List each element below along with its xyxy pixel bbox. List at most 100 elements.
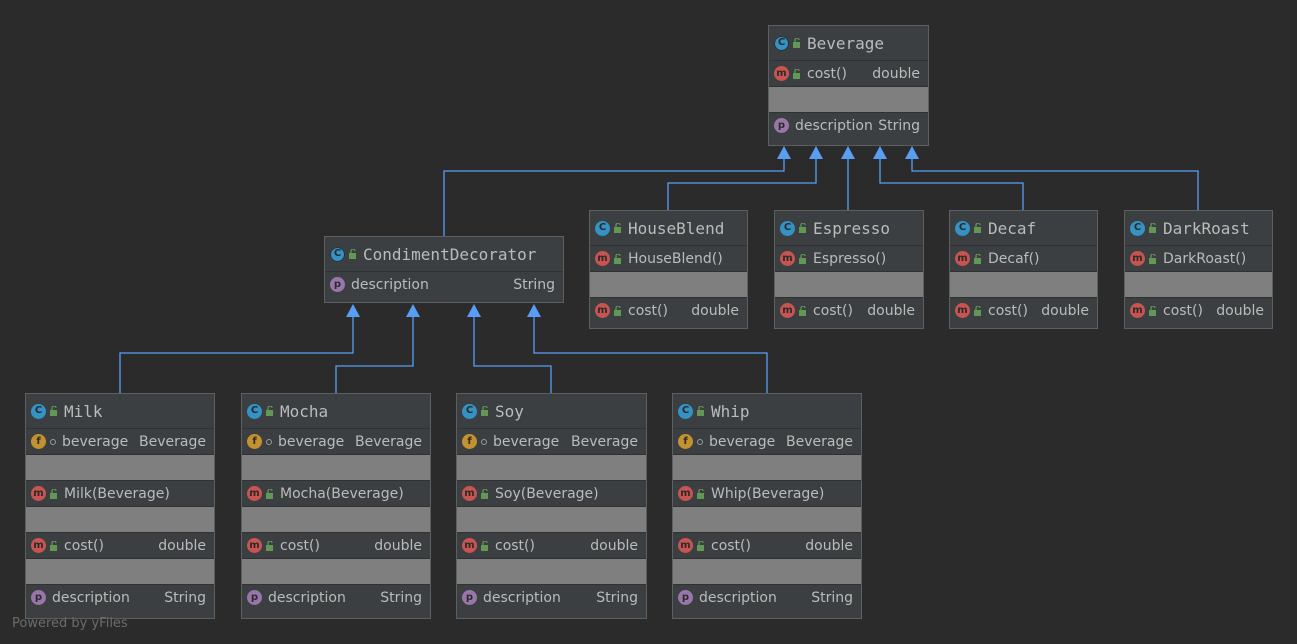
- arrowhead: [905, 146, 919, 159]
- method-icon: m: [678, 538, 693, 553]
- method-name: cost(): [280, 537, 320, 554]
- method-type: double: [590, 537, 638, 554]
- method-row[interactable]: m cost() double: [775, 297, 923, 323]
- edge-soy-to-condiment: [473, 316, 552, 393]
- public-lock-icon: [614, 305, 621, 316]
- empty-section: [775, 271, 923, 297]
- method-icon: m: [247, 486, 262, 501]
- class-icon: C: [678, 403, 693, 419]
- method-row[interactable]: m cost() double: [242, 532, 430, 558]
- empty-section: [26, 506, 214, 532]
- method-name: cost(): [988, 302, 1028, 319]
- arrowhead: [406, 304, 420, 317]
- class-condiment-decorator[interactable]: C CondimentDecorator p description Strin…: [324, 236, 564, 303]
- method-row[interactable]: m cost() double: [457, 532, 646, 558]
- property-row[interactable]: p description String: [26, 584, 214, 610]
- empty-section: [242, 506, 430, 532]
- class-name: Soy: [495, 401, 524, 421]
- method-type: double: [867, 302, 915, 319]
- class-icon: C: [1130, 220, 1145, 236]
- abstract-class-icon: C: [330, 246, 345, 262]
- constructor-row[interactable]: m Decaf(): [950, 245, 1097, 271]
- field-row[interactable]: f beverage Beverage: [26, 428, 214, 454]
- class-header: C CondimentDecorator: [325, 237, 563, 271]
- property-row[interactable]: p description String: [769, 112, 928, 138]
- property-icon: p: [678, 590, 693, 605]
- package-private-icon: [481, 438, 487, 445]
- method-icon: m: [1130, 303, 1145, 318]
- class-beverage[interactable]: C Beverage m cost() double p description…: [768, 25, 929, 146]
- method-type: double: [691, 302, 739, 319]
- class-houseblend[interactable]: C HouseBlend m HouseBlend() m cost() dou…: [589, 210, 748, 329]
- class-name: Whip: [711, 401, 750, 421]
- public-lock-icon: [974, 305, 981, 316]
- constructor-row[interactable]: m Milk(Beverage): [26, 480, 214, 506]
- property-row[interactable]: p description String: [457, 584, 646, 610]
- public-lock-icon: [799, 223, 806, 233]
- public-lock-icon: [481, 488, 488, 499]
- edge-condiment-to-beverage: [443, 158, 785, 236]
- public-lock-icon: [793, 38, 800, 48]
- field-type: Beverage: [355, 433, 422, 450]
- method-type: double: [805, 537, 853, 554]
- property-name: description: [351, 276, 429, 293]
- constructor-row[interactable]: m Whip(Beverage): [673, 480, 861, 506]
- class-milk[interactable]: C Milk f beverage Beverage m Milk(Bevera…: [25, 393, 215, 619]
- empty-section: [457, 558, 646, 584]
- field-row[interactable]: f beverage Beverage: [457, 428, 646, 454]
- class-name: Espresso: [813, 218, 891, 238]
- property-type: String: [513, 276, 555, 293]
- method-row[interactable]: m cost() double: [673, 532, 861, 558]
- property-row[interactable]: p description String: [673, 584, 861, 610]
- method-row[interactable]: m cost() double: [1125, 297, 1272, 323]
- class-soy[interactable]: C Soy f beverage Beverage m Soy(Beverage…: [456, 393, 647, 619]
- public-lock-icon: [481, 406, 488, 416]
- method-type: double: [1216, 302, 1264, 319]
- class-whip[interactable]: C Whip f beverage Beverage m Whip(Bevera…: [672, 393, 862, 619]
- constructor-row[interactable]: m Soy(Beverage): [457, 480, 646, 506]
- constructor-row[interactable]: m DarkRoast(): [1125, 245, 1272, 271]
- property-type: String: [380, 589, 422, 606]
- constructor-name: Milk(Beverage): [64, 485, 170, 502]
- class-mocha[interactable]: C Mocha f beverage Beverage m Mocha(Beve…: [241, 393, 431, 619]
- property-row[interactable]: p description String: [325, 271, 563, 297]
- constructor-name: HouseBlend(): [628, 250, 723, 267]
- class-darkroast[interactable]: C DarkRoast m DarkRoast() m cost() doubl…: [1124, 210, 1273, 329]
- method-type: double: [158, 537, 206, 554]
- class-name: DarkRoast: [1163, 218, 1250, 238]
- method-row[interactable]: m cost() double: [950, 297, 1097, 323]
- class-icon: C: [462, 403, 477, 419]
- method-icon: m: [31, 486, 46, 501]
- constructor-row[interactable]: m Espresso(): [775, 245, 923, 271]
- public-lock-icon: [481, 540, 488, 551]
- empty-section: [26, 454, 214, 480]
- method-row[interactable]: m cost() double: [769, 60, 928, 86]
- edge-houseblend-to-beverage: [667, 158, 817, 210]
- property-row[interactable]: p description String: [242, 584, 430, 610]
- method-type: double: [374, 537, 422, 554]
- method-name: cost(): [807, 65, 847, 82]
- class-espresso[interactable]: C Espresso m Espresso() m cost() double: [774, 210, 924, 329]
- class-name: Mocha: [280, 401, 329, 421]
- constructor-row[interactable]: m Mocha(Beverage): [242, 480, 430, 506]
- empty-section: [1125, 271, 1272, 297]
- class-decaf[interactable]: C Decaf m Decaf() m cost() double: [949, 210, 1098, 329]
- class-name: Milk: [64, 401, 103, 421]
- public-lock-icon: [1149, 253, 1156, 264]
- property-name: description: [699, 589, 777, 606]
- property-type: String: [811, 589, 853, 606]
- field-row[interactable]: f beverage Beverage: [673, 428, 861, 454]
- method-row[interactable]: m cost() double: [26, 532, 214, 558]
- arrowhead: [467, 304, 481, 317]
- method-row[interactable]: m cost() double: [590, 297, 747, 323]
- field-row[interactable]: f beverage Beverage: [242, 428, 430, 454]
- arrowhead: [873, 146, 887, 159]
- method-icon: m: [462, 486, 477, 501]
- public-lock-icon: [266, 406, 273, 416]
- public-lock-icon: [266, 488, 273, 499]
- public-lock-icon: [697, 406, 704, 416]
- empty-section: [26, 558, 214, 584]
- constructor-row[interactable]: m HouseBlend(): [590, 245, 747, 271]
- empty-section: [457, 506, 646, 532]
- class-header: C Milk: [26, 394, 214, 428]
